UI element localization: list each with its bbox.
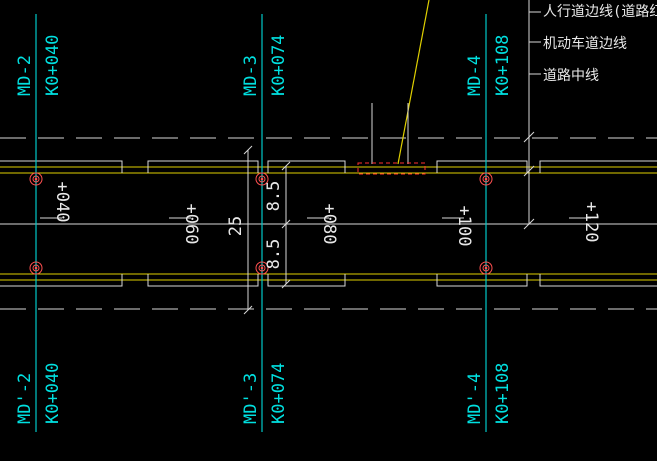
label-md3-bottom-id: MD'-3 xyxy=(241,373,261,424)
label-md3-top-id: MD-3 xyxy=(241,55,261,96)
manhole-md4-top xyxy=(479,172,493,186)
selection-box[interactable] xyxy=(357,162,426,175)
manhole-md2-bottom xyxy=(29,261,43,275)
manhole-md3-top xyxy=(255,172,269,186)
dimension-total: 25 xyxy=(226,216,246,236)
chainage-label: +080 xyxy=(319,204,339,245)
label-md3-bottom-km: K0+074 xyxy=(269,363,289,424)
chainage-label: +040 xyxy=(52,182,72,223)
label-md4-top-km: K0+108 xyxy=(493,35,513,96)
label-md4-bottom-id: MD'-4 xyxy=(465,373,485,424)
manhole-md4-bottom xyxy=(479,261,493,275)
chainage-label: +120 xyxy=(581,202,601,243)
dimension-half-top: 8.5 xyxy=(264,181,284,212)
lower-curb-lines xyxy=(0,273,657,281)
label-md2-top-km: K0+040 xyxy=(43,35,63,96)
label-md2-bottom-km: K0+040 xyxy=(43,363,63,424)
station-lines xyxy=(35,14,487,432)
post-outline xyxy=(371,103,409,164)
dimension-lines xyxy=(243,145,291,315)
label-md2-bottom-id: MD'-2 xyxy=(15,373,35,424)
legend-carriageway-line: 机动车道边线 xyxy=(543,35,627,52)
manhole-md2-top xyxy=(29,172,43,186)
chainage-label: +100 xyxy=(454,206,474,247)
legend-bracket xyxy=(523,0,541,230)
yellow-leader-line xyxy=(397,0,430,165)
manhole-md3-bottom xyxy=(255,261,269,275)
label-md4-bottom-km: K0+108 xyxy=(493,363,513,424)
dimension-half-bottom: 8.5 xyxy=(264,239,284,270)
legend-sidewalk-line: 人行道边线(道路红线) xyxy=(543,4,657,20)
legend-road-centerline: 道路中线 xyxy=(543,68,599,84)
upper-curb-lines xyxy=(0,166,657,174)
manhole-symbols xyxy=(29,172,493,275)
label-md2-top-id: MD-2 xyxy=(15,55,35,96)
upper-sidewalk-blocks xyxy=(0,160,657,173)
label-md3-top-km: K0+074 xyxy=(269,35,289,96)
lower-sidewalk-blocks xyxy=(0,274,657,287)
chainage-label: +060 xyxy=(181,204,201,245)
label-md4-top-id: MD-4 xyxy=(465,55,485,96)
